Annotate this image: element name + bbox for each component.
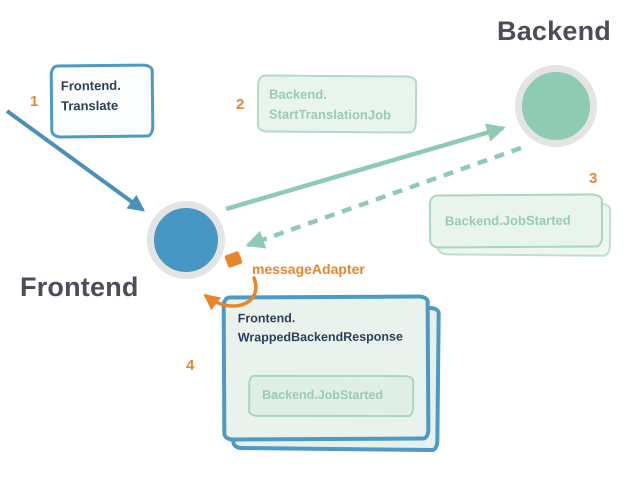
message-adapter-label: messageAdapter [252, 261, 365, 277]
start-job-line2: StartTranslationJob [268, 106, 392, 123]
frontend-to-backend-arrow [225, 123, 506, 212]
translate-line2: Translate [60, 97, 119, 114]
wrapped-response-card: Frontend. WrappedBackendResponse Backend… [221, 294, 431, 442]
start-job-line1: Backend. [269, 86, 327, 102]
frontend-request-arrow [5, 109, 146, 212]
frontend-node [147, 201, 225, 279]
step-4-number: 4 [186, 357, 195, 374]
wrapped-line2: WrappedBackendResponse [237, 329, 403, 345]
wrapped-nested-job-started-card: Backend.JobStarted [248, 374, 415, 418]
frontend-label: Frontend [20, 272, 139, 302]
wrapped-line1: Frontend. [237, 311, 296, 326]
backend-label: Backend [497, 16, 611, 46]
step-2-number: 2 [236, 96, 245, 113]
step-3-number: 3 [589, 170, 598, 187]
backend-to-frontend-dashed-arrow [245, 145, 522, 249]
translate-line1: Frontend. [60, 77, 121, 94]
step-1-number: 1 [30, 93, 39, 110]
start-translation-job-card: Backend. StartTranslationJob [256, 74, 418, 134]
backend-node [515, 65, 597, 147]
wrapped-nested-label: Backend.JobStarted [262, 388, 384, 403]
job-started-label: Backend.JobStarted [444, 212, 571, 229]
translate-message-card: Frontend. Translate [49, 63, 155, 139]
job-started-card: Backend.JobStarted [428, 193, 604, 249]
